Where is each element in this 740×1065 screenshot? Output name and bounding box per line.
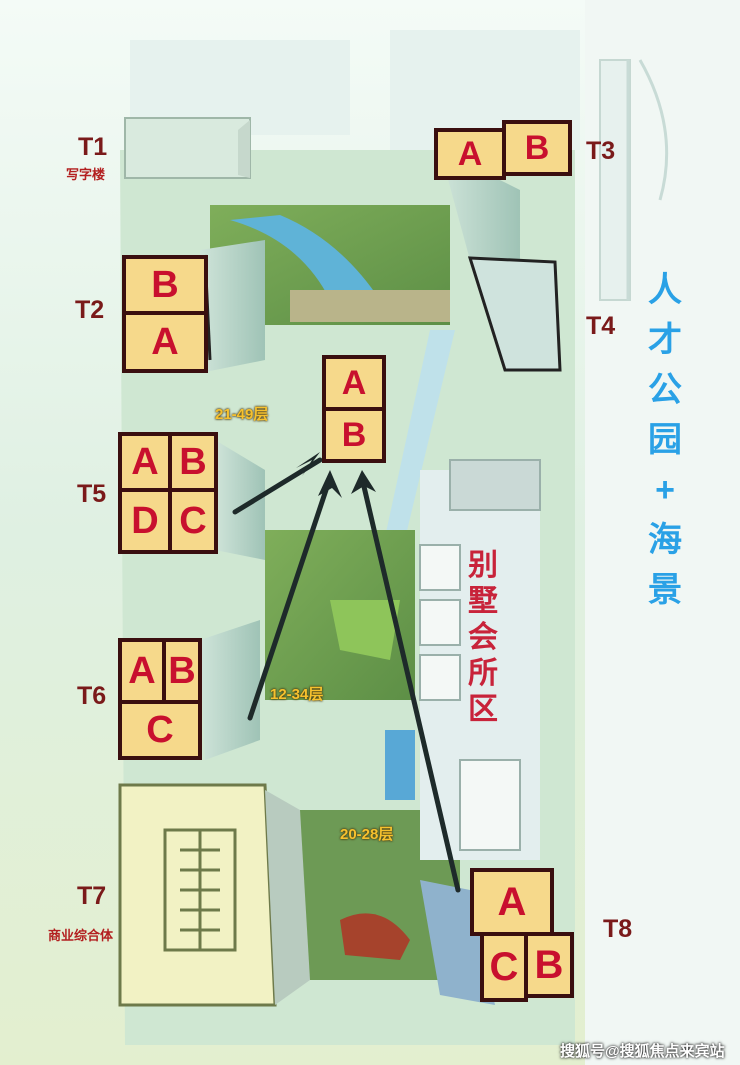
tower-label-t2: T2 bbox=[75, 296, 105, 324]
tower-label-t6: T6 bbox=[77, 682, 107, 710]
tower-t1-roof bbox=[124, 117, 251, 179]
t7-side-wall bbox=[265, 790, 310, 1005]
floor-range-20-28: 20-28层 bbox=[340, 826, 394, 843]
tower-t6-body bbox=[200, 620, 260, 760]
t3-unit-a: A bbox=[434, 128, 506, 180]
tower-label-t4: T4 bbox=[586, 312, 616, 340]
south-plaza bbox=[340, 913, 410, 960]
park-char-3: 公 bbox=[648, 371, 682, 409]
tower-t4-roof bbox=[467, 256, 562, 372]
unit-arrows bbox=[232, 457, 461, 893]
tower-t5-body bbox=[215, 440, 265, 560]
t2-unit-a: A bbox=[122, 311, 208, 373]
central-canal bbox=[380, 330, 455, 560]
arrow-heads bbox=[296, 452, 376, 498]
park-char-6: 海 bbox=[648, 521, 682, 559]
park-char-2: 才 bbox=[648, 321, 682, 359]
legend-unit-a: A bbox=[322, 355, 386, 411]
t5-unit-a: A bbox=[118, 432, 172, 492]
t8-unit-b: B bbox=[524, 932, 574, 998]
north-pond bbox=[230, 215, 380, 300]
arrow-from-t8 bbox=[359, 475, 461, 893]
floor-range-12-34: 12-34层 bbox=[270, 686, 324, 703]
park-char-4: 园 bbox=[648, 421, 682, 459]
park-char-5: + bbox=[655, 471, 675, 509]
villa-clubhouse bbox=[449, 459, 541, 511]
villa-char-2: 墅 bbox=[468, 585, 498, 618]
t3-unit-b: B bbox=[502, 120, 572, 176]
arrow-from-t6 bbox=[247, 475, 333, 721]
tower-t7-roof bbox=[118, 783, 277, 1007]
arrow-from-t5 bbox=[232, 457, 323, 515]
arrowhead-t5 bbox=[296, 452, 320, 476]
north-terrace bbox=[290, 290, 450, 322]
villa-char-3: 会 bbox=[468, 621, 498, 654]
t2-unit-b: B bbox=[122, 255, 208, 315]
t5-unit-c: C bbox=[168, 488, 218, 554]
tower-label-t1: T1 bbox=[78, 133, 108, 161]
t6-unit-b: B bbox=[162, 638, 202, 704]
villa-char-4: 所 bbox=[468, 657, 498, 690]
tower-label-t3: T3 bbox=[586, 137, 616, 165]
tower-sub-t1: 写字楼 bbox=[66, 167, 106, 182]
park-char-1: 人 bbox=[648, 271, 682, 309]
watermark: 搜狐号@搜狐焦点来宾站 bbox=[560, 1043, 725, 1060]
floor-range-21-49: 21-49层 bbox=[215, 406, 269, 423]
arrowhead-t6 bbox=[318, 470, 342, 498]
roadside-strip bbox=[599, 59, 631, 301]
tower-t8-body bbox=[420, 880, 495, 1005]
villa-blocks bbox=[419, 544, 521, 851]
tower-t2-body bbox=[200, 240, 265, 372]
t6-unit-a: A bbox=[118, 638, 166, 704]
tower-label-t8: T8 bbox=[603, 915, 633, 943]
tower-label-t5: T5 bbox=[77, 480, 107, 508]
t5-unit-d: D bbox=[118, 488, 172, 554]
south-pool bbox=[385, 730, 415, 800]
arrowhead-t8 bbox=[351, 470, 376, 494]
t8-unit-c: C bbox=[480, 932, 528, 1002]
villa-char-1: 别 bbox=[468, 549, 498, 582]
tower-label-t7: T7 bbox=[77, 882, 107, 910]
park-char-7: 景 bbox=[648, 571, 682, 609]
tower-t7-pattern bbox=[163, 828, 237, 952]
tower-t1-edge bbox=[238, 120, 250, 178]
talent-park-seaview-label: 人 才 公 园 + 海 景 bbox=[640, 265, 690, 615]
villa-char-5: 区 bbox=[468, 693, 498, 726]
middle-lawn bbox=[330, 600, 400, 660]
villa-clubhouse-label: 别 墅 会 所 区 bbox=[463, 548, 503, 728]
t8-unit-a: A bbox=[470, 868, 554, 936]
legend-unit-b: B bbox=[322, 407, 386, 463]
road-curve bbox=[626, 59, 669, 300]
t6-unit-c: C bbox=[118, 700, 202, 760]
tower-sub-t7: 商业综合体 bbox=[48, 928, 114, 943]
t5-unit-b: B bbox=[168, 432, 218, 492]
